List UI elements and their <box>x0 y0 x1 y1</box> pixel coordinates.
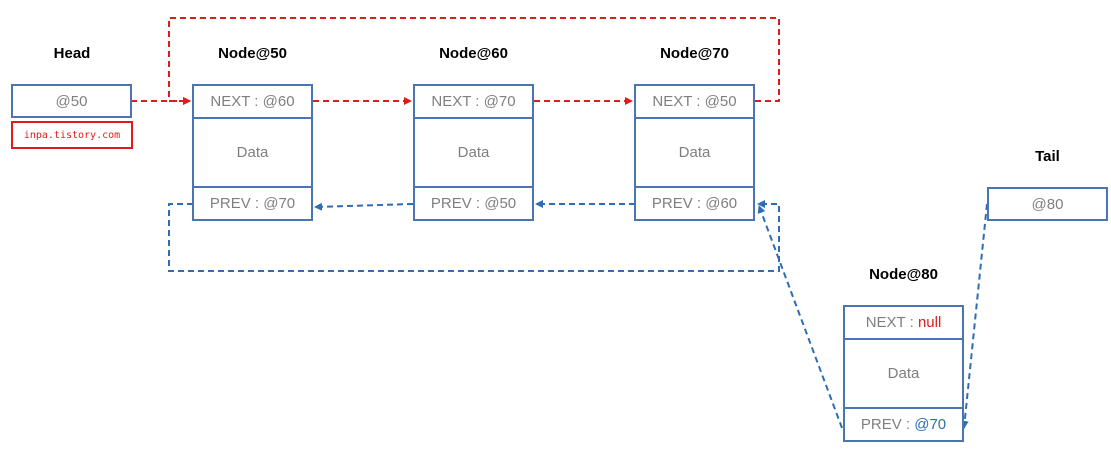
node-50: NEXT : @60 Data PREV : @70 <box>192 84 313 221</box>
arrow-node60-prev <box>314 202 414 211</box>
arrow-node70-next-wrap <box>168 17 780 105</box>
node-next-field: NEXT : @70 <box>415 86 532 119</box>
node-data-field: Data <box>415 119 532 188</box>
prev-value: @50 <box>484 195 517 212</box>
next-value-null: null <box>917 314 942 331</box>
node-prev-field: PREV : @60 <box>636 188 753 219</box>
head-pointer-box: @50 <box>11 84 132 118</box>
prev-key: PREV : <box>651 195 702 212</box>
node-title-80: Node@80 <box>869 266 938 283</box>
node-next-field: NEXT : null <box>845 307 962 340</box>
next-key: NEXT : <box>865 314 914 331</box>
node-80: NEXT : null Data PREV : @70 <box>843 305 964 442</box>
node-prev-field: PREV : @70 <box>845 409 962 440</box>
prev-key: PREV : <box>860 416 911 433</box>
prev-key: PREV : <box>209 195 260 212</box>
arrow-node50-prev-wrap <box>168 200 780 272</box>
arrow-node80-prev <box>757 205 843 429</box>
node-70: NEXT : @50 Data PREV : @60 <box>634 84 755 221</box>
node-title-50: Node@50 <box>218 45 287 62</box>
prev-value: @70 <box>263 195 296 212</box>
node-60: NEXT : @70 Data PREV : @50 <box>413 84 534 221</box>
node-next-field: NEXT : @50 <box>636 86 753 119</box>
node-title-60: Node@60 <box>439 45 508 62</box>
node-data-field: Data <box>194 119 311 188</box>
next-key: NEXT : <box>431 93 480 110</box>
tail-pointer-box: @80 <box>987 187 1108 221</box>
next-key: NEXT : <box>210 93 259 110</box>
node-prev-field: PREV : @50 <box>415 188 532 219</box>
node-data-field: Data <box>636 119 753 188</box>
node-data-field: Data <box>845 340 962 409</box>
arrow-tail-to-node80 <box>960 203 988 429</box>
next-key: NEXT : <box>652 93 701 110</box>
node-title-70: Node@70 <box>660 45 729 62</box>
head-label: Head <box>53 45 91 62</box>
next-value: @70 <box>483 93 516 110</box>
node-prev-field: PREV : @70 <box>194 188 311 219</box>
prev-value: @70 <box>914 416 947 433</box>
next-value: @60 <box>262 93 295 110</box>
prev-key: PREV : <box>430 195 481 212</box>
tail-label: Tail <box>1035 148 1060 165</box>
next-value: @50 <box>704 93 737 110</box>
node-next-field: NEXT : @60 <box>194 86 311 119</box>
prev-value: @60 <box>705 195 738 212</box>
watermark-stamp: inpa.tistory.com <box>11 121 133 149</box>
